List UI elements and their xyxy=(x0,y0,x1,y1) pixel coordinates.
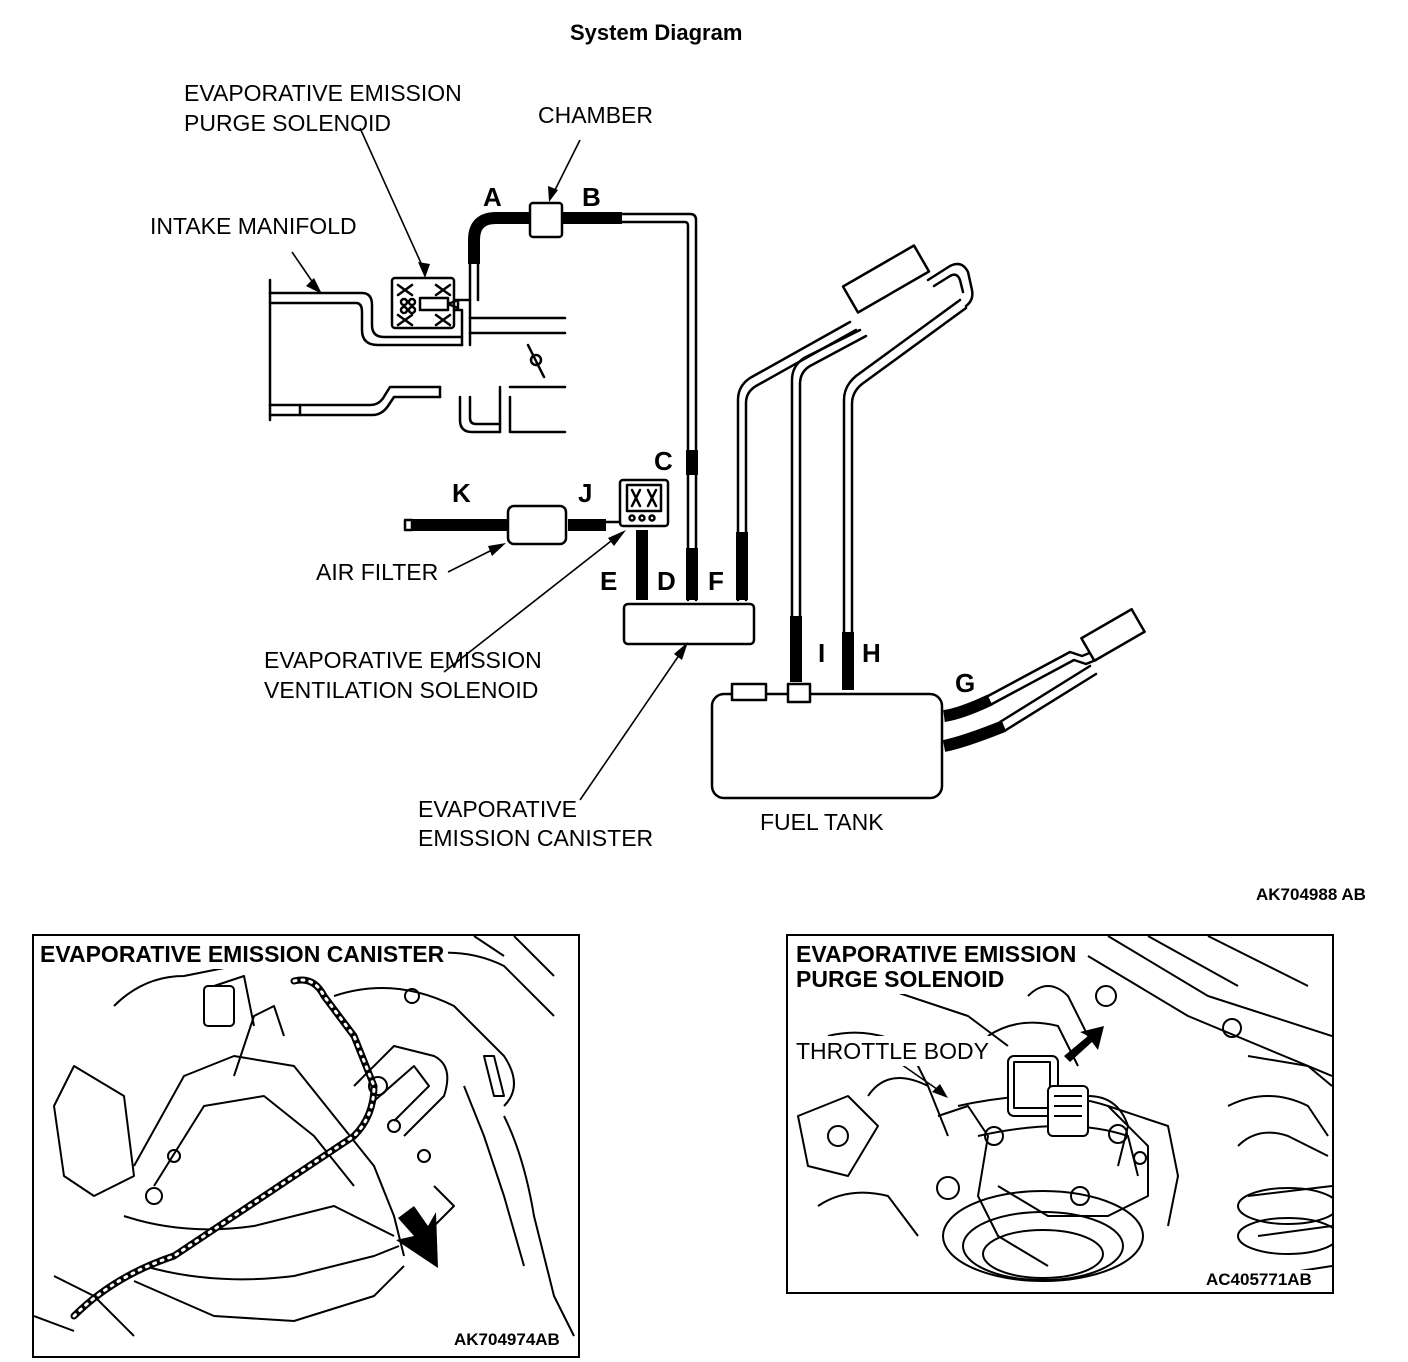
purge-panel-title-line1: EVAPORATIVE EMISSION xyxy=(796,942,1081,969)
filler-neck xyxy=(841,244,931,314)
purge-panel-title-line2: PURGE SOLENOID xyxy=(796,967,1009,994)
purge-location-panel: EVAPORATIVE EMISSION PURGE SOLENOID THRO… xyxy=(786,934,1334,1294)
hose-letter-f: F xyxy=(708,566,724,596)
label-canister-line1: EVAPORATIVE xyxy=(418,796,577,822)
hose-letter-c: C xyxy=(654,446,673,476)
label-canister-line2: EMISSION CANISTER xyxy=(418,825,654,851)
purge-illustration xyxy=(797,936,1332,1282)
hose-g1 xyxy=(943,694,993,722)
fuel-tank-box xyxy=(710,692,944,800)
hose-letter-j: J xyxy=(578,478,593,508)
label-air-filter: AIR FILTER xyxy=(316,559,439,585)
hose-letter-a: A xyxy=(483,182,502,212)
hose-letter-b: B xyxy=(582,182,601,212)
canister-box xyxy=(622,602,756,646)
label-purge-solenoid-line2: PURGE SOLENOID xyxy=(184,110,392,136)
purge-line xyxy=(468,212,698,602)
hose-letter-e: E xyxy=(600,566,618,596)
filler-pipes xyxy=(736,262,974,682)
chamber xyxy=(528,201,564,239)
hose-g2 xyxy=(942,720,1007,752)
hose-a xyxy=(468,212,530,264)
tank-right-pipes xyxy=(986,650,1098,732)
canister-illustration xyxy=(34,936,575,1337)
purge-panel-code: AC405771AB xyxy=(1206,1270,1312,1290)
hose-letter-d: D xyxy=(657,566,676,596)
system-diagram xyxy=(268,127,1146,801)
label-intake-manifold: INTAKE MANIFOLD xyxy=(150,213,357,239)
hose-letter-i: I xyxy=(818,638,826,668)
diagram-title: System Diagram xyxy=(570,20,743,45)
hose-letter-h: H xyxy=(862,638,881,668)
label-vent-solenoid-line1: EVAPORATIVE EMISSION xyxy=(264,647,542,673)
tank-vent-valve xyxy=(1080,607,1146,663)
ventilation-solenoid xyxy=(604,478,670,528)
canister-location-panel: EVAPORATIVE EMISSION CANISTER AK704974AB xyxy=(32,934,580,1358)
purge-solenoid xyxy=(390,276,472,330)
throttle-valve xyxy=(526,343,546,379)
air-filter xyxy=(506,504,568,546)
figure-code: AK704988 AB xyxy=(1256,885,1366,904)
purge-locator-arrow-icon xyxy=(1064,1026,1104,1062)
canister-panel-title: EVAPORATIVE EMISSION CANISTER xyxy=(40,942,449,969)
canister-locator-arrow-icon xyxy=(396,1206,438,1268)
canister-panel-code: AK704974AB xyxy=(454,1330,560,1350)
hose-letter-g: G xyxy=(955,668,976,698)
label-vent-solenoid-line2: VENTILATION SOLENOID xyxy=(264,677,539,703)
hose-letter-k: K xyxy=(452,478,471,508)
label-throttle-body: THROTTLE BODY xyxy=(796,1036,991,1066)
intake-manifold xyxy=(268,278,567,434)
label-fuel-tank: FUEL TANK xyxy=(760,809,884,835)
label-chamber: CHAMBER xyxy=(538,102,654,128)
label-purge-solenoid-line1: EVAPORATIVE EMISSION xyxy=(184,80,462,106)
